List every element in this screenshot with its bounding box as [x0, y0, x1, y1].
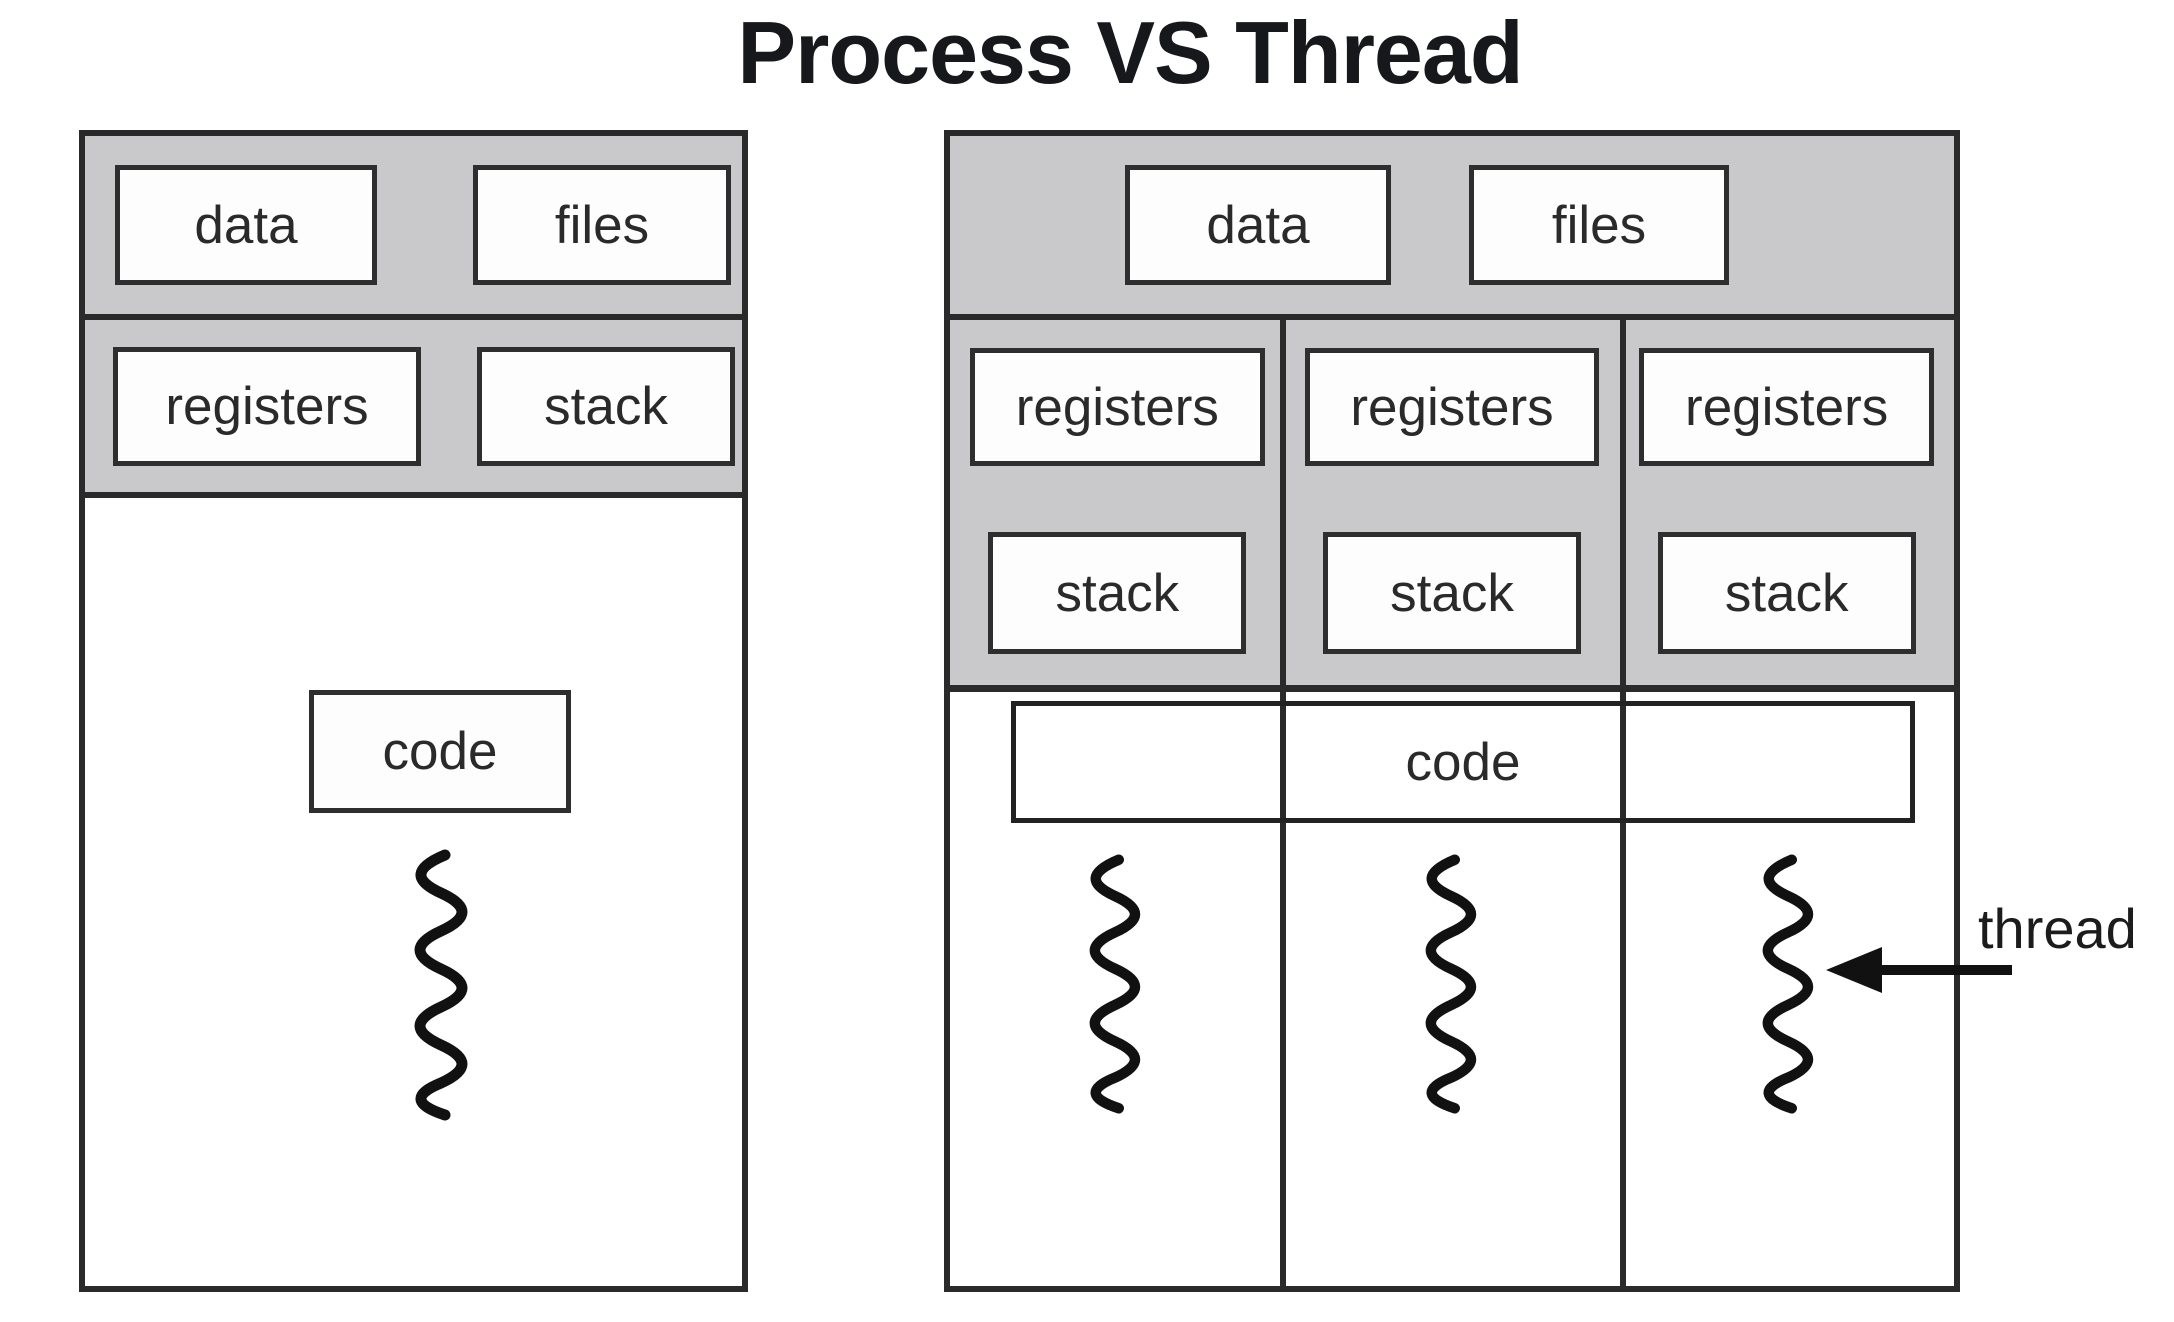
execution-context-section: registers stack	[85, 320, 742, 498]
thread-squiggle-icon	[414, 849, 468, 1121]
stack-box: stack	[1657, 532, 1916, 654]
column-divider	[1620, 320, 1626, 1286]
thread-column-3: registers stack	[1619, 320, 1954, 685]
diagram-title: Process VS Thread	[737, 3, 1523, 102]
shared-resources-section: data files	[950, 136, 1954, 320]
registers-box: registers	[1639, 348, 1934, 466]
multi-threaded-process-box: data files registers stack registers sta…	[944, 130, 1960, 1292]
code-box: code	[309, 690, 571, 813]
files-box: files	[1469, 165, 1729, 285]
thread-column-2: registers stack	[1285, 320, 1620, 685]
thread-label: thread	[1978, 897, 2137, 960]
thread-arrow-icon	[1826, 947, 2012, 993]
registers-box: registers	[113, 346, 421, 466]
data-box: data	[1125, 165, 1391, 285]
files-box: files	[473, 165, 731, 285]
thread-squiggle-icon	[1425, 854, 1476, 1114]
stack-box: stack	[477, 346, 735, 466]
thread-column-1: registers stack	[950, 320, 1285, 685]
per-thread-context-section: registers stack registers stack register…	[950, 320, 1954, 692]
code-box: code	[1011, 701, 1915, 823]
stack-box: stack	[1323, 532, 1581, 654]
data-box: data	[115, 165, 377, 285]
registers-box: registers	[1304, 348, 1600, 466]
column-divider	[1280, 320, 1286, 1286]
thread-squiggle-icon	[1089, 854, 1140, 1114]
shared-resources-section: data files	[85, 136, 742, 320]
thread-squiggle-icon	[1762, 854, 1813, 1114]
single-threaded-process-box: data files registers stack code	[79, 130, 748, 1292]
stack-box: stack	[988, 532, 1247, 654]
registers-box: registers	[970, 348, 1265, 466]
